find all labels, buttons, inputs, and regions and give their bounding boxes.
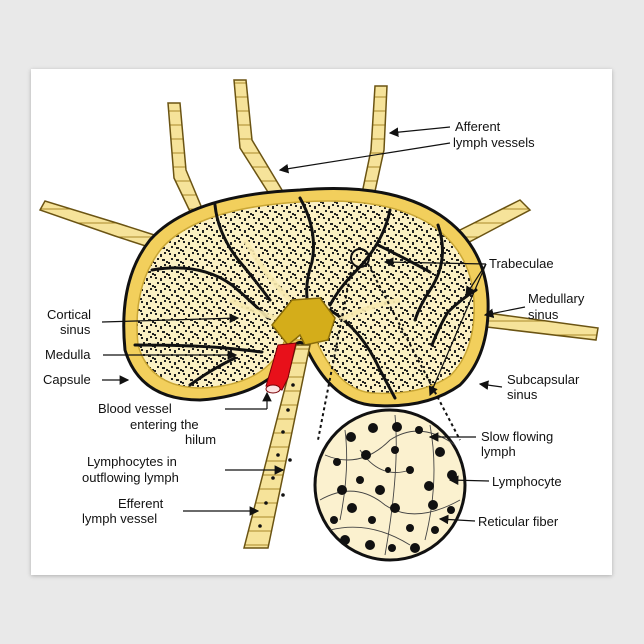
leader-lines xyxy=(101,126,526,525)
label-reticular: Reticular fiber xyxy=(478,514,559,529)
label-medullary: Medullary xyxy=(528,291,585,306)
label-cortical-2: sinus xyxy=(60,322,91,337)
magnified-view xyxy=(313,408,467,562)
label-cortical: Cortical xyxy=(47,307,91,322)
label-efferent-2: lymph vessel xyxy=(82,511,157,526)
label-medulla: Medulla xyxy=(45,347,91,362)
blood-vessel xyxy=(265,342,297,391)
hilum xyxy=(271,297,336,347)
label-lymphocytes-outflow: Lymphocytes in xyxy=(87,454,177,469)
outflowing-lymphocytes xyxy=(258,383,295,528)
lymph-node xyxy=(122,186,490,408)
label-medullary-2: sinus xyxy=(528,307,559,322)
label-subcapsular: Subcapsular xyxy=(507,372,580,387)
follicle-circle xyxy=(350,248,370,268)
afferent-vessel xyxy=(167,102,207,226)
efferent-vessel xyxy=(243,344,311,549)
label-blood-vessel-2: entering the xyxy=(130,417,199,432)
label-trabeculae: Trabeculae xyxy=(489,256,554,271)
label-efferent: Efferent xyxy=(118,496,164,511)
blood-vessel-opening xyxy=(265,384,281,394)
afferent-vessel xyxy=(359,85,388,206)
label-subcapsular-2: sinus xyxy=(507,387,538,402)
label-afferent: Afferent xyxy=(455,119,501,134)
label-slow-lymph: Slow flowing xyxy=(481,429,553,444)
trabeculae-lines xyxy=(133,196,478,400)
label-slow-lymph-2: lymph xyxy=(481,444,516,459)
label-capsule: Capsule xyxy=(43,372,91,387)
afferent-vessel xyxy=(233,79,287,201)
label-lymphocyte: Lymphocyte xyxy=(492,474,562,489)
label-blood-vessel-3: hilum xyxy=(185,432,216,447)
label-afferent-2: lymph vessels xyxy=(453,135,535,150)
label-blood-vessel: Blood vessel xyxy=(98,401,172,416)
label-lymphocytes-outflow-2: outflowing lymph xyxy=(82,470,179,485)
